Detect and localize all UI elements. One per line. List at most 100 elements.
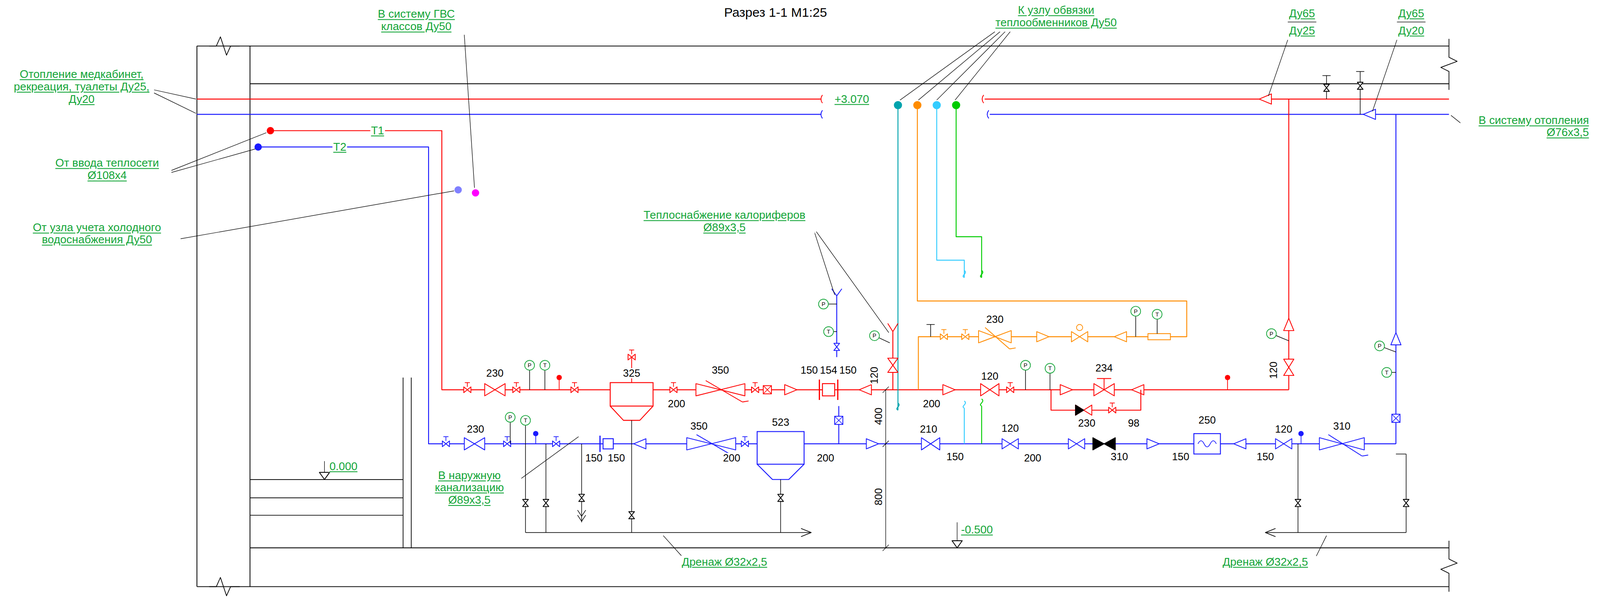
leader-line [171, 132, 267, 171]
reducer-symbol [1283, 318, 1295, 331]
leader-line [1268, 40, 1288, 97]
wall-line [249, 83, 1449, 85]
pipe-line [535, 433, 537, 445]
wall-line [249, 515, 403, 516]
valve-symbol [887, 358, 898, 373]
dimension-tick [882, 544, 889, 551]
valve-handle [515, 382, 517, 388]
valve-symbol [980, 383, 1000, 396]
pump-symbol [1075, 405, 1084, 416]
pipe-line [270, 130, 1290, 391]
leader-line [154, 90, 196, 100]
valve-handle [941, 329, 947, 331]
pipe-break [820, 110, 823, 119]
valve-handle [1007, 382, 1013, 384]
dimension-number: 150 [838, 365, 858, 376]
wall-line [196, 586, 1449, 588]
valve-handle [506, 436, 508, 442]
box-valve [763, 385, 772, 395]
leader-line [955, 31, 1011, 101]
pipe-end-dot [454, 186, 462, 194]
pipe-break [981, 95, 984, 104]
dimension-number: 800 [873, 487, 884, 507]
pipe-break [820, 95, 823, 104]
dimension-number: 350 [689, 421, 709, 432]
sewer-mark [577, 510, 586, 517]
wall-line [249, 497, 403, 499]
box-valve [763, 385, 772, 395]
gauge-symbol [1374, 341, 1385, 352]
valve-symbol [442, 441, 450, 447]
pipe-end-dot [472, 189, 480, 197]
dimension-number: 523 [771, 417, 790, 428]
valve-symbol [1006, 387, 1014, 393]
valve-symbol [503, 441, 511, 447]
valve-symbol [1323, 84, 1330, 92]
drain-line [1297, 444, 1299, 533]
sewer-mark [577, 515, 586, 522]
valve-handle [443, 436, 449, 438]
pipe-end [980, 270, 983, 278]
gauge-letter: P [527, 362, 532, 369]
pipe-line [956, 105, 982, 278]
leader-line [1372, 40, 1398, 112]
gauge-letter: P [508, 414, 513, 421]
valve-symbol [627, 354, 636, 361]
pipe-end [980, 399, 983, 407]
valve-handle [744, 436, 746, 442]
leader-line [936, 31, 1006, 101]
callout-label: Ду20 [1397, 24, 1426, 38]
pipe-end [963, 400, 966, 409]
wall-line [249, 479, 403, 481]
valve-symbol [1068, 438, 1085, 450]
callout-label: От ввода теплосети Ø108х4 [45, 157, 170, 182]
filter-mark [1361, 455, 1368, 457]
mud-separator [757, 431, 805, 465]
pipe-end-dot [254, 143, 262, 151]
reducer-symbol [1233, 438, 1246, 450]
gauge-letter: P [821, 301, 826, 308]
callout-label: К узлу обвязки теплообменников Ду50 [986, 3, 1126, 29]
gauge-letter: T [1155, 311, 1159, 317]
level-mark [952, 540, 963, 549]
drawing-group [154, 21, 1462, 597]
vent-line [1322, 75, 1331, 76]
pipe-line [989, 114, 1449, 115]
leader-line [518, 436, 579, 481]
valve-handle [631, 350, 633, 355]
valve-handle [571, 382, 578, 384]
valve-symbol [578, 494, 585, 502]
flange-symbol [602, 438, 614, 450]
dimension-number: 234 [1095, 363, 1114, 374]
gauge-letter: T [826, 329, 831, 335]
gauge-symbol [505, 412, 516, 423]
valve-handle [553, 436, 559, 438]
drain-line [1265, 532, 1407, 533]
dimension-number: 150 [946, 451, 965, 463]
dimension-number: 230 [466, 424, 485, 435]
filter-mark [1009, 347, 1016, 349]
valve-handle [962, 329, 968, 331]
dimension-number: 210 [919, 424, 938, 435]
callout-label: Т1 [369, 124, 385, 137]
break-line [209, 37, 240, 56]
leader-line [900, 31, 995, 101]
valve-symbol [751, 387, 759, 393]
callout-label: От узла учета холодного водоснабжения Ду… [14, 221, 180, 246]
gauge-letter: P [1023, 362, 1028, 369]
pipe-end [896, 403, 899, 411]
dimension-number: 154 [819, 365, 838, 376]
valve-symbol [1319, 438, 1364, 451]
dimension-number: 310 [1110, 451, 1129, 463]
callout-label: Дренаж Ø32х2,5 [1221, 556, 1309, 569]
valve-handle [754, 382, 756, 388]
drawing-title: Разрез 1-1 М1:25 [723, 5, 827, 20]
pipe-line [599, 435, 601, 453]
drain-line [1395, 453, 1407, 455]
pipe-line [837, 379, 839, 401]
box-valve [763, 385, 772, 395]
gauge-letter: P [1133, 308, 1138, 314]
valve-symbol [543, 499, 549, 507]
flange-symbol [822, 383, 835, 396]
pipe-line [1395, 114, 1397, 445]
